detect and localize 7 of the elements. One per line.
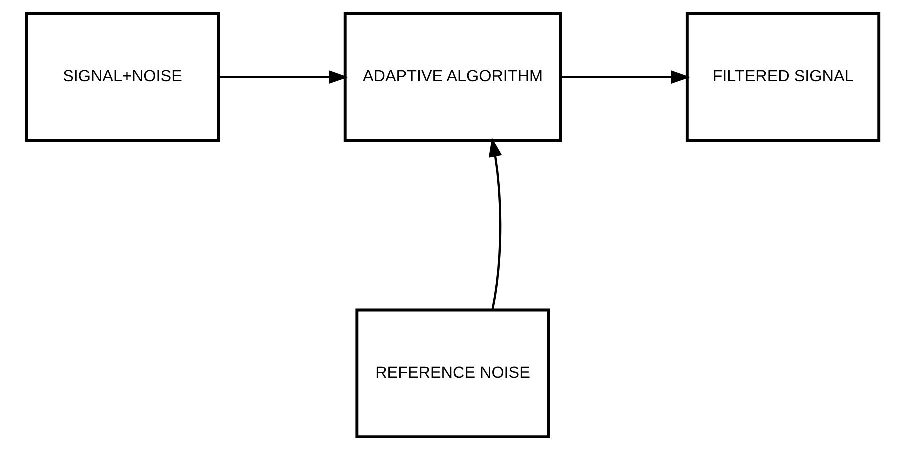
node-box: FILTERED SIGNAL bbox=[686, 12, 881, 142]
node-box: REFERENCE NOISE bbox=[356, 308, 550, 439]
node-box: SIGNAL+NOISE bbox=[25, 12, 220, 142]
arrow bbox=[560, 70, 691, 84]
node-box: ADAPTIVE ALGORITHM bbox=[344, 12, 562, 142]
arrow bbox=[488, 138, 502, 310]
arrow bbox=[218, 70, 348, 84]
